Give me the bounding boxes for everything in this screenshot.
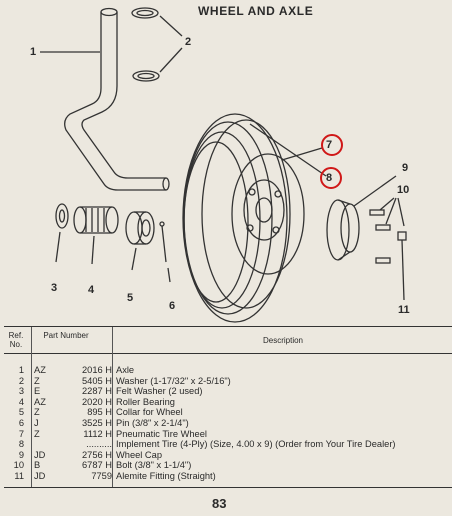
row-ref: 11	[14, 471, 24, 481]
row-part-number: 3525 H	[82, 418, 112, 428]
pin-drawing	[159, 221, 171, 283]
collar-drawing	[125, 211, 155, 271]
row-description: Roller Bearing	[116, 396, 175, 407]
row-part-number: 6787 H	[82, 460, 112, 471]
row-ref: 9	[18, 449, 24, 460]
row-prefix: B	[34, 460, 41, 471]
row-description: Implement Tire (4-Ply) (Size, 4.00 x 9) …	[116, 439, 396, 450]
row-part-number: 2756 H	[82, 449, 112, 460]
row-part-number: 7759	[91, 471, 112, 481]
header-description: Description	[262, 336, 303, 345]
row-description: Bolt (3/8" x 1-1/4")	[116, 460, 192, 471]
header-part-number: Part Number	[43, 331, 89, 340]
roller-bearing-drawing	[73, 206, 119, 265]
table-header: Ref. No. Part Number Description	[4, 327, 452, 354]
axle-drawing	[60, 7, 170, 191]
callout-11: 11	[398, 304, 410, 316]
row-description: Pin (3/8" x 2-1/4")	[116, 418, 189, 428]
table-row: 8.......... Implement Tire (4-Ply) (Size,…	[4, 439, 452, 449]
row-ref: 6	[18, 418, 24, 428]
row-description: Washer (1-17/32" x 2-5/16")	[116, 375, 231, 386]
row-prefix: Z	[34, 375, 40, 386]
wheel-hub-drawing	[231, 147, 323, 275]
row-description: Pneumatic Tire Wheel	[116, 428, 207, 439]
row-prefix: AZ	[34, 365, 46, 375]
alemite-fitting-drawing	[397, 231, 407, 301]
row-part-number: 2287 H	[82, 386, 112, 397]
bolts-drawing	[369, 197, 405, 264]
row-prefix: AZ	[34, 396, 46, 407]
felt-washer-drawing	[55, 203, 69, 263]
callout-9: 9	[402, 162, 409, 174]
row-prefix: J	[34, 418, 39, 428]
table-row: 10 B 6787 H Bolt (3/8" x 1-1/4")	[4, 460, 452, 470]
washer-drawing	[131, 7, 183, 82]
row-ref: 2	[18, 375, 24, 386]
row-ref: 4	[18, 396, 24, 407]
callout-1: 1	[30, 46, 37, 58]
callout-6: 6	[169, 300, 176, 312]
row-ref: 7	[18, 428, 24, 439]
row-prefix: Z	[34, 407, 40, 418]
table-row: 4 AZ 2020 H Roller Bearing	[4, 397, 452, 407]
row-part-number: 2016 H	[82, 365, 112, 375]
row-description: Alemite Fitting (Straight)	[116, 471, 216, 481]
wheel-cap-drawing	[326, 175, 397, 261]
row-description: Wheel Cap	[116, 449, 162, 460]
row-ref: 1	[18, 365, 24, 375]
callout-3: 3	[51, 282, 58, 294]
highlight-circle-7	[321, 134, 343, 156]
page-title: WHEEL AND AXLE	[198, 4, 314, 18]
header-ref: Ref. No.	[8, 331, 24, 349]
row-part-number: 2020 H	[82, 396, 112, 407]
callout-4: 4	[88, 284, 95, 296]
row-ref: 5	[18, 407, 24, 418]
callout-5: 5	[127, 292, 134, 304]
row-description: Axle	[116, 365, 135, 375]
callout-7: 7	[326, 139, 333, 151]
row-ref: 8	[18, 439, 24, 450]
table-row: 1 AZ 2016 H Axle	[4, 365, 452, 375]
row-prefix: Z	[34, 428, 40, 439]
parts-diagram	[40, 7, 407, 323]
row-description: Felt Washer (2 used)	[116, 386, 203, 397]
row-ref: 3	[18, 386, 24, 397]
row-prefix: JD	[34, 471, 46, 481]
row-part-number: 895 H	[87, 407, 112, 418]
table-row: 9 JD 2756 H Wheel Cap	[4, 450, 452, 460]
row-description: Collar for Wheel	[116, 407, 183, 418]
callout-2: 2	[185, 36, 192, 48]
row-part-number: 5405 H	[82, 375, 112, 386]
row-ref: 10	[13, 460, 24, 471]
row-part-number: 1112 H	[83, 428, 112, 439]
table-row: 11 JD 7759 Alemite Fitting (Straight)	[4, 471, 452, 481]
page-number: 83	[212, 496, 227, 511]
callout-10: 10	[397, 184, 410, 196]
row-prefix: E	[34, 386, 41, 397]
highlight-circle-8	[320, 167, 342, 189]
callout-8: 8	[326, 172, 333, 184]
row-prefix: JD	[34, 449, 46, 460]
row-part-number: ..........	[86, 439, 112, 450]
